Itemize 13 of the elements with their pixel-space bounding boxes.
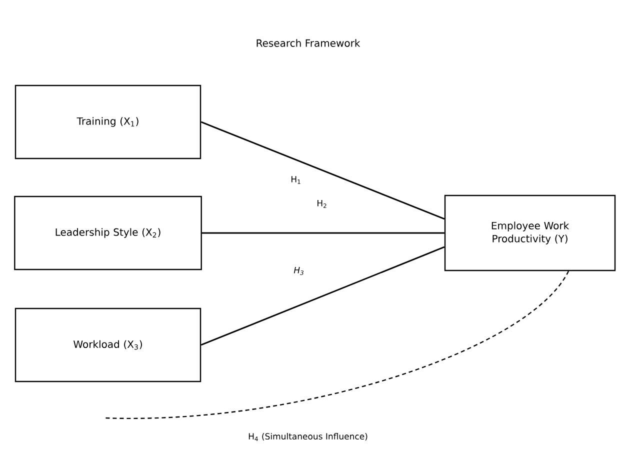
edge-label: H$_{1}$ <box>292 176 300 184</box>
dashed-curve <box>105 270 570 419</box>
variable-box: Leadership Style (X$_{2}$) <box>14 196 202 270</box>
connector-line <box>200 246 445 346</box>
edge-label: H$_{2}$ <box>318 200 326 208</box>
variable-box: Training (X$_{1}$) <box>14 84 202 160</box>
edge-label: H$_{4}$ (Simultaneous Influence) <box>248 432 368 441</box>
title: Research Framework <box>256 39 360 47</box>
connector-line <box>202 232 444 234</box>
edge-label: H$_{3}$ <box>294 267 304 275</box>
variable-box: Workload (X$_{3}$) <box>14 308 202 382</box>
variable-box: Employee Work Productivity (Y) <box>444 194 616 272</box>
connector-line <box>200 121 445 220</box>
